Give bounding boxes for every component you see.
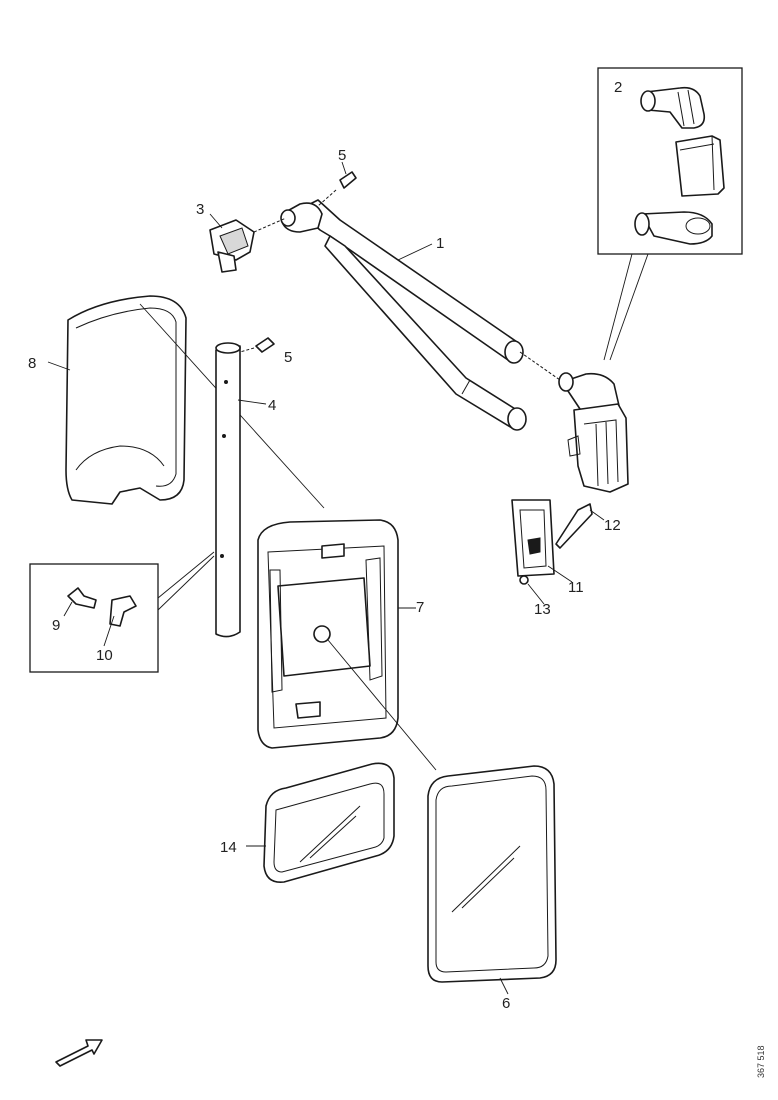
direction-arrow-icon: [55, 1039, 103, 1067]
part-13-nut: [519, 575, 529, 585]
callout-14: 14: [220, 839, 237, 856]
part-7-housing: [257, 519, 437, 771]
callout-9: 9: [52, 617, 60, 634]
callout-11: 11: [568, 579, 584, 596]
part-3-bracket: [209, 217, 287, 273]
callout-4: 4: [268, 397, 276, 414]
part-6-large-mirror: [427, 765, 557, 983]
part-5-screw-upper: [317, 171, 357, 207]
inset-clamp-lower: [634, 211, 713, 245]
inset-box-detail-9-10: [29, 551, 215, 673]
part-14-small-mirror: [263, 762, 395, 883]
reference-code: 367 518: [756, 1045, 766, 1078]
part-11-plate: [511, 499, 555, 577]
part-5-screw-lower: [239, 337, 275, 353]
callout-12: 12: [604, 517, 621, 534]
part-12-bolt: [555, 503, 593, 549]
inset-clamp-upper: [640, 86, 706, 129]
part-4-tube: [215, 342, 241, 638]
callout-8: 8: [28, 355, 36, 372]
inset-box-detail-2: [597, 67, 743, 361]
callout-7: 7: [416, 599, 424, 616]
callout-13: 13: [534, 601, 551, 618]
callout-10: 10: [96, 647, 113, 664]
callout-6: 6: [502, 995, 510, 1012]
leader-lines: [47, 161, 605, 995]
callout-5-upper: 5: [338, 147, 346, 164]
callout-2: 2: [614, 79, 622, 96]
callout-1: 1: [436, 235, 444, 252]
part-1-mirror-arm: [280, 199, 527, 431]
part-8-back-cover: [65, 295, 325, 509]
inset-sleeve: [675, 135, 725, 197]
part-2-clamp-assembly: [519, 351, 629, 493]
callout-5-lower: 5: [284, 349, 292, 366]
callout-3: 3: [196, 201, 204, 218]
